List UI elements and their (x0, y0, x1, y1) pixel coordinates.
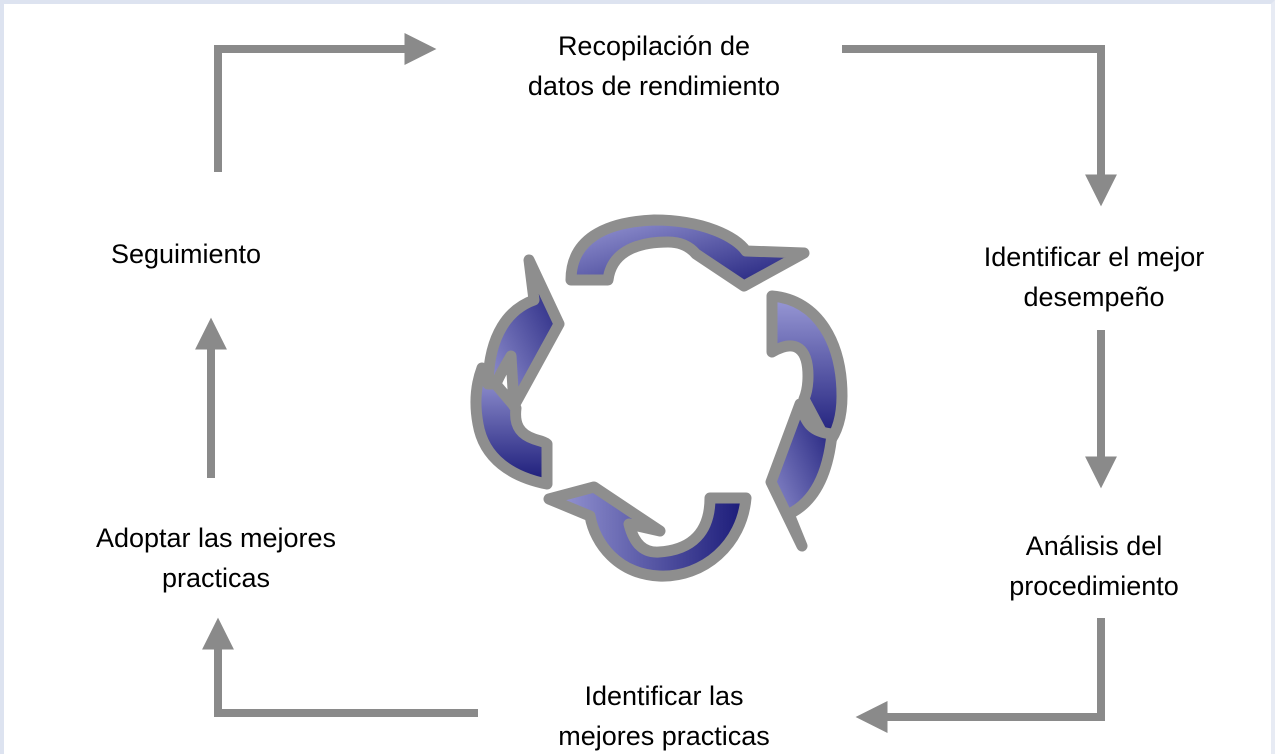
connector-analysis-to-identify-practices (855, 618, 1105, 733)
flow-connectors (195, 33, 1117, 733)
cycle-arrow-segment (765, 398, 838, 552)
step-label-identify-best: Identificar el mejor desempeño (983, 242, 1205, 312)
cycle-arrow-segment (565, 214, 810, 292)
connector-identify-practices-to-adopt (202, 617, 478, 717)
step-label-adopt: Adoptar las mejores practicas (95, 523, 337, 593)
cycle-arrow-segment (482, 254, 565, 412)
cycle-arrows-icon (470, 214, 848, 582)
step-label-follow-up: Seguimiento (110, 239, 262, 269)
cycle-arrow-segment (470, 362, 553, 490)
connector-collect-to-identify-best (842, 45, 1117, 207)
connector-followup-to-collect (214, 33, 437, 172)
cycle-arrow-segment (543, 481, 752, 582)
step-label-identify-practices: Identificar las mejores practicas (558, 681, 770, 751)
step-label-analysis: Análisis del procedimiento (1009, 531, 1179, 601)
step-label-collect: Recopilación de datos de rendimiento (527, 31, 781, 101)
